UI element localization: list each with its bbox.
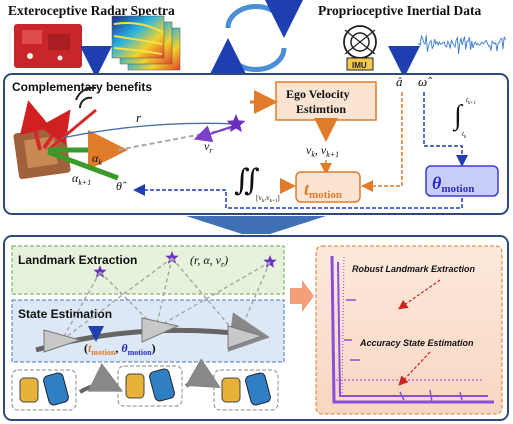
radar-board-image [14,24,82,68]
top-panel [3,73,509,215]
right-arrow [290,280,314,312]
left-title: Exteroceptive Radar Spectra [8,3,175,18]
landmark-title: Landmark Extraction [18,253,137,267]
result-map-trajectory [330,255,494,404]
landmark-tuple: (r, α, vr) [190,253,228,269]
theta-motion-label: θmotion [432,173,474,195]
imu-label: IMU [352,61,367,70]
motion-arrow [184,358,221,388]
radar-spectra-image [111,15,181,71]
r-bracket [61,122,237,139]
robust-label: Robust Landmark Extraction [352,264,476,274]
landmark-panel [11,245,285,295]
alpha-k1-label: αk+1 [72,171,91,187]
cycle-arrows-icon [208,0,304,79]
integral-lower: tk [462,130,467,140]
double-integral-bounds: [vk,vk+1] [256,194,280,204]
r-label: r [136,110,142,125]
landmark-star [226,114,246,133]
result-map-panel [315,245,503,415]
right-title: Proprioceptive Inertial Data [318,3,481,18]
ego-velocity-box [275,81,377,121]
vr-arrow [193,124,235,143]
vr-label: vr [204,139,213,155]
inertial-signal-plot [417,34,506,55]
accuracy-label: Accuracy State Estimation [359,338,474,348]
double-integral: ∬ [234,164,260,197]
landmark-star [93,265,107,278]
landmark-star [263,255,277,268]
alpha-k-label: αk [92,151,102,167]
robust-pointer [398,279,441,310]
single-integral: ∫ [452,100,464,132]
pose-triangle [43,329,82,353]
theta-feedback-arrow [133,184,463,209]
t-motion-label: tmotion [304,179,342,201]
pose-triangle [141,317,180,343]
pose-triangle [227,325,264,349]
state-title: State Estimation [18,307,112,321]
theta-hat-label: θ̂ [116,179,127,193]
vk-label: vk, vk+1 [306,143,339,159]
robot-car-group [11,369,77,411]
accuracy-pointer [398,351,431,386]
radar-scene [13,86,128,181]
complementary-title: Complementary benefits [12,80,152,94]
a-hat-label: â [396,74,403,89]
robot-car-group [213,369,279,411]
t-motion-box [295,171,361,203]
down-funnel-arrow [186,216,326,234]
robot-car-group [117,365,183,407]
integral-upper: tk+1 [466,96,476,106]
landmark-star [165,251,179,264]
motion-arrow [78,362,124,394]
accel-arrow [361,92,403,192]
theta-motion-box [425,165,499,197]
imu-icon: IMU [343,25,377,71]
gyro-arrow [423,92,468,167]
